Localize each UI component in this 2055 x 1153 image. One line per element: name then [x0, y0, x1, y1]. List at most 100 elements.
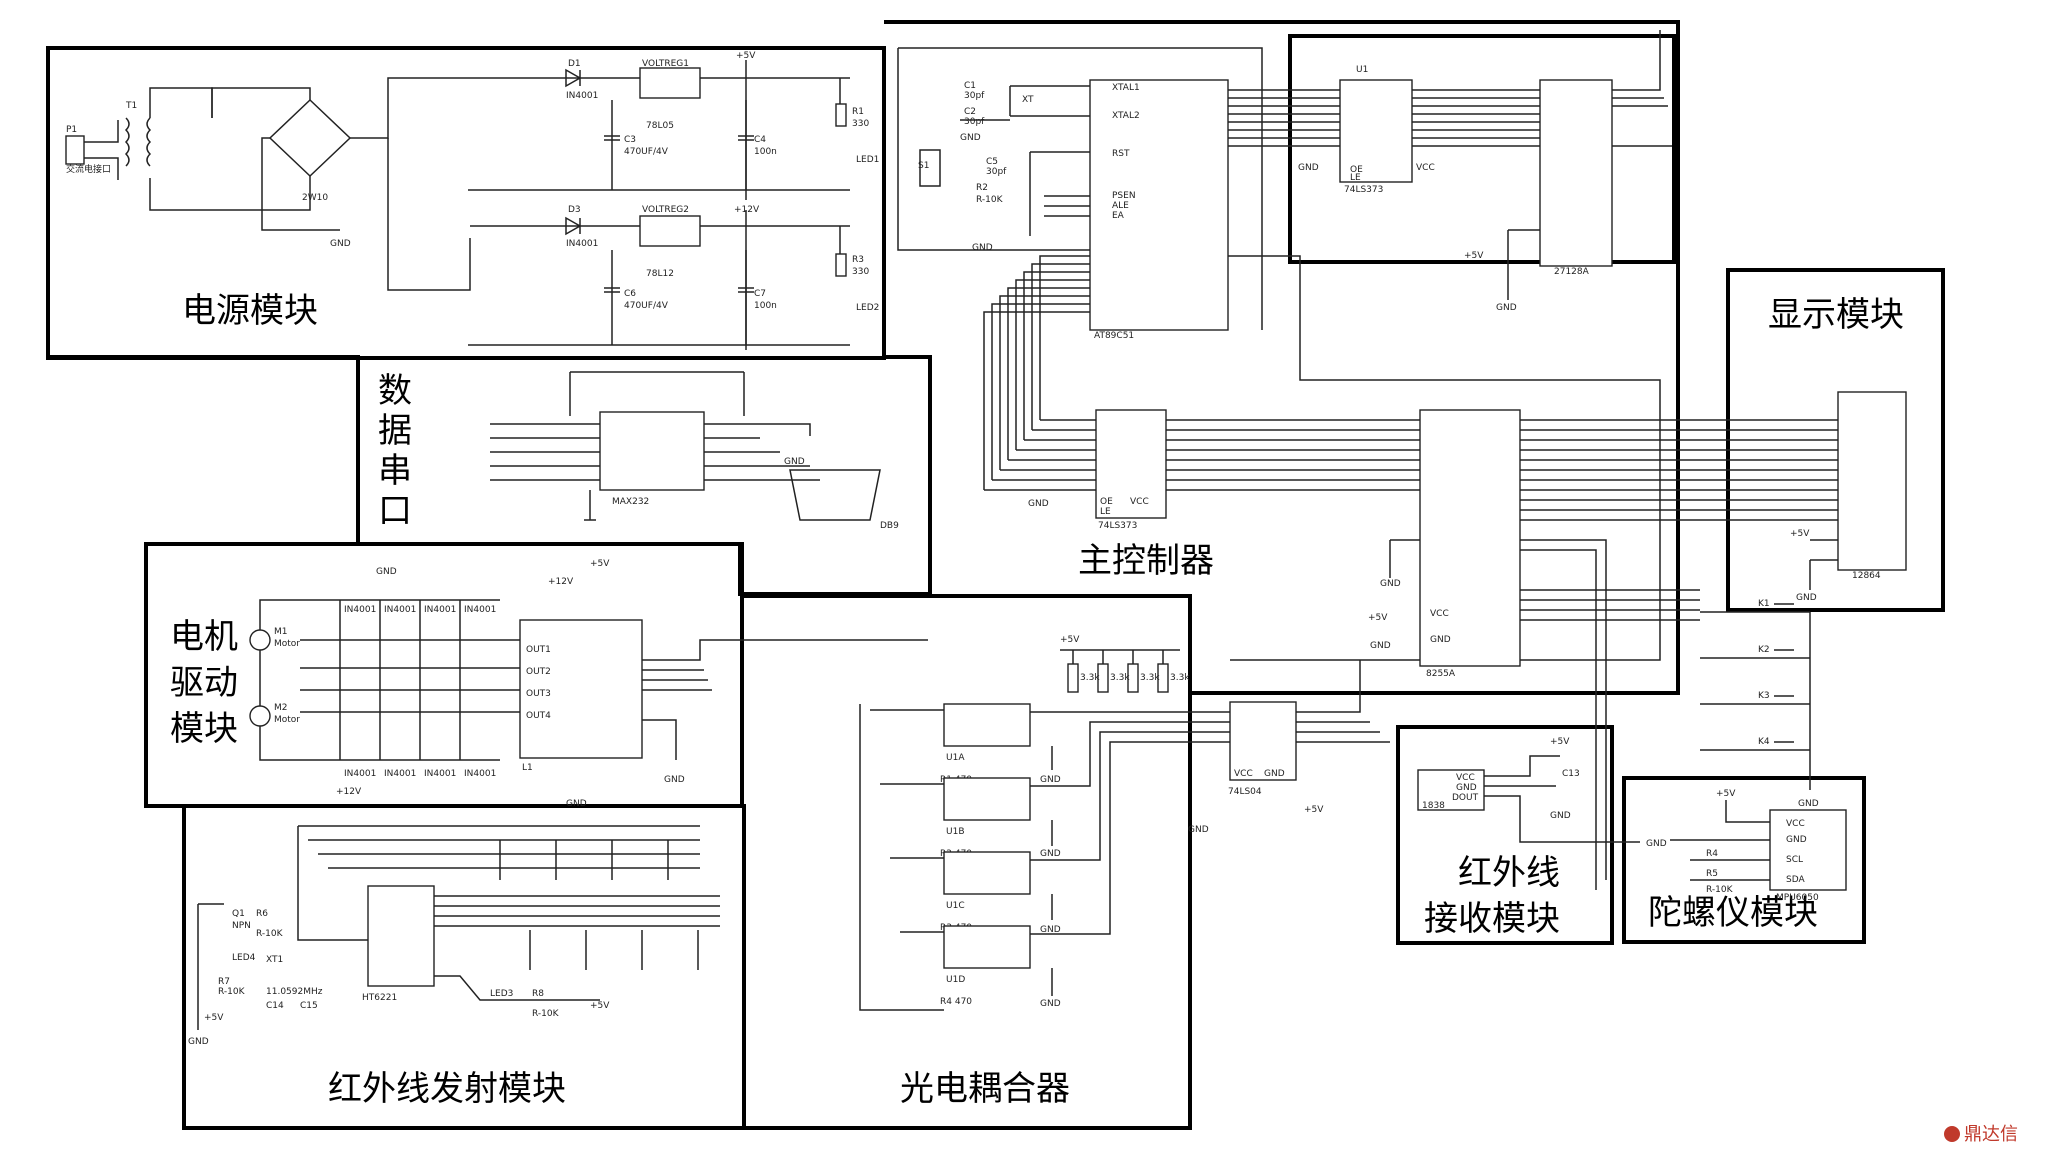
watermark-logo-icon — [1944, 1126, 1960, 1142]
svg-text:S1: S1 — [918, 161, 929, 171]
svg-text:C1: C1 — [964, 81, 976, 91]
svg-text:IN4001: IN4001 — [424, 769, 456, 779]
svg-text:74LS04: 74LS04 — [1228, 787, 1262, 797]
svg-text:C4: C4 — [754, 135, 766, 145]
svg-text:470UF/4V: 470UF/4V — [624, 147, 669, 157]
svg-text:+12V: +12V — [734, 205, 760, 215]
svg-text:LED4: LED4 — [232, 953, 256, 963]
svg-text:P1: P1 — [66, 125, 77, 135]
svg-text:GND: GND — [1040, 775, 1061, 785]
svg-text:EA: EA — [1112, 211, 1125, 221]
svg-text:R-10K: R-10K — [976, 195, 1004, 205]
svg-text:驱动: 驱动 — [170, 663, 238, 703]
svg-text:GND: GND — [664, 775, 685, 785]
svg-text:交流电接口: 交流电接口 — [66, 163, 111, 175]
svg-text:模块: 模块 — [170, 709, 238, 749]
svg-text:GND: GND — [1496, 303, 1517, 313]
svg-text:VOLTREG1: VOLTREG1 — [642, 59, 689, 69]
svg-text:OUT2: OUT2 — [526, 667, 551, 677]
svg-text:GND: GND — [188, 1037, 209, 1047]
svg-text:+5V: +5V — [1790, 529, 1810, 539]
svg-text:电机: 电机 — [170, 617, 238, 657]
svg-text:MAX232: MAX232 — [612, 497, 649, 507]
svg-text:GND: GND — [960, 133, 981, 143]
svg-text:M2: M2 — [274, 703, 288, 713]
svg-text:3.3k: 3.3k — [1170, 673, 1190, 683]
svg-text:C15: C15 — [300, 1001, 318, 1011]
power-circuit: P1 交流电接口 T1 2W10 GND D1 IN4001 VOLTREG1 … — [65, 51, 879, 350]
svg-text:R-10K: R-10K — [218, 987, 246, 997]
svg-text:GND: GND — [1550, 811, 1571, 821]
svg-text:GND: GND — [1380, 579, 1401, 589]
svg-text:8255A: 8255A — [1426, 669, 1456, 679]
svg-text:R1: R1 — [852, 107, 864, 117]
svg-text:IN4001: IN4001 — [566, 91, 598, 101]
svg-text:+5V: +5V — [590, 559, 610, 569]
svg-text:IN4001: IN4001 — [464, 605, 496, 615]
svg-text:+5V: +5V — [1060, 635, 1080, 645]
svg-text:R-10K: R-10K — [256, 929, 284, 939]
svg-text:30pf: 30pf — [964, 91, 985, 101]
svg-text:470UF/4V: 470UF/4V — [624, 301, 669, 311]
svg-text:GND: GND — [1796, 593, 1817, 603]
svg-text:R8: R8 — [532, 989, 544, 999]
svg-text:D1: D1 — [568, 59, 581, 69]
svg-text:GND: GND — [330, 239, 351, 249]
svg-text:OUT4: OUT4 — [526, 711, 551, 721]
svg-text:R4: R4 — [1706, 849, 1718, 859]
svg-text:口: 口 — [378, 491, 412, 531]
svg-text:红外线: 红外线 — [1458, 853, 1560, 893]
svg-text:IN4001: IN4001 — [566, 239, 598, 249]
opto-circuit: +5V 3.3k 3.3k 3.3k 3.3k U1A R1 470 U1B R… — [859, 635, 1390, 1011]
svg-text:C13: C13 — [1562, 769, 1580, 779]
svg-text:R3: R3 — [852, 255, 864, 265]
svg-text:GND: GND — [1298, 163, 1319, 173]
svg-text:12864: 12864 — [1852, 571, 1881, 581]
svg-text:XT: XT — [1022, 95, 1034, 105]
svg-text:OE: OE — [1100, 497, 1113, 507]
svg-text:+5V: +5V — [1716, 789, 1736, 799]
svg-text:DOUT: DOUT — [1452, 793, 1479, 803]
svg-text:IN4001: IN4001 — [384, 769, 416, 779]
svg-text:GND: GND — [972, 243, 993, 253]
svg-text:Q1: Q1 — [232, 909, 245, 919]
controller-circuit: AT89C51 XTAL1 XTAL2 RST PSEN ALE EA C1 3… — [897, 30, 1838, 890]
svg-text:GND: GND — [1040, 999, 1061, 1009]
svg-text:GND: GND — [566, 799, 587, 809]
svg-text:+5V: +5V — [1464, 251, 1484, 261]
svg-text:30pf: 30pf — [986, 167, 1007, 177]
serial-circuit: MAX232 DB9 GND — [490, 371, 899, 531]
eprom-subgroup-border — [1288, 34, 1676, 264]
svg-text:+5V: +5V — [1550, 737, 1570, 747]
svg-text:XTAL1: XTAL1 — [1112, 83, 1140, 93]
svg-text:3.3k: 3.3k — [1140, 673, 1160, 683]
svg-text:GND: GND — [1040, 849, 1061, 859]
controller-module-border — [884, 20, 1680, 695]
svg-text:GND: GND — [1456, 783, 1477, 793]
svg-text:+12V: +12V — [548, 577, 574, 587]
motor-circuit: M1 Motor M2 Motor IN4001 IN4001 IN4001 I… — [249, 559, 928, 809]
motor-module-title: 电机 驱动 模块 — [170, 617, 238, 749]
key-circuit: K1 K2 K3 K4 GND — [1700, 599, 1819, 809]
svg-text:K1: K1 — [1758, 599, 1770, 609]
svg-text:L1: L1 — [522, 763, 533, 773]
svg-text:R7: R7 — [218, 977, 230, 987]
gyro-circuit: MPU6050 VCC GND SCL SDA +5V GND R4 R5 R-… — [1646, 789, 1847, 903]
svg-text:数: 数 — [378, 371, 412, 411]
svg-text:30pf: 30pf — [964, 117, 985, 127]
svg-text:R-10K: R-10K — [532, 1009, 560, 1019]
gyro-module-title: 陀螺仪模块 — [1648, 893, 1818, 933]
opto-module-title: 光电耦合器 — [900, 1069, 1070, 1109]
svg-text:R-10K: R-10K — [1706, 885, 1734, 895]
svg-text:+5V: +5V — [590, 1001, 610, 1011]
svg-text:XTAL2: XTAL2 — [1112, 111, 1140, 121]
svg-text:DB9: DB9 — [880, 521, 899, 531]
svg-text:ALE: ALE — [1112, 201, 1129, 211]
ir-rx-circuit: 1838 VCC GND DOUT +5V C13 GND — [1417, 737, 1640, 843]
svg-text:M1: M1 — [274, 627, 288, 637]
svg-text:C14: C14 — [266, 1001, 284, 1011]
svg-text:OUT3: OUT3 — [526, 689, 551, 699]
svg-text:+5V: +5V — [1368, 613, 1388, 623]
serial-module-title: 数 据 串 口 — [378, 371, 412, 531]
svg-text:U1D: U1D — [946, 975, 965, 985]
